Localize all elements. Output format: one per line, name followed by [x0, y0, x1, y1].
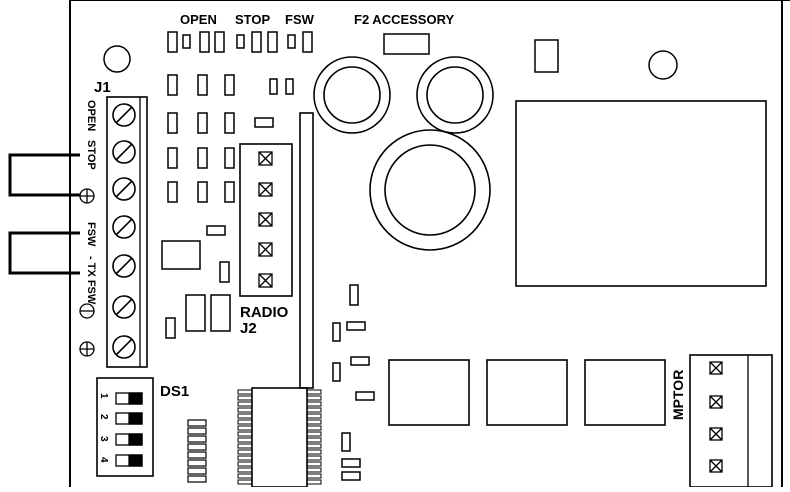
terminal-stop-label: STOP — [85, 140, 97, 170]
dip-position-4-label: 4 — [98, 457, 109, 463]
f2-accessory-label: F2 ACCESSORY — [354, 12, 454, 27]
heatsink-strip — [299, 112, 314, 389]
chip-pin — [237, 431, 253, 437]
chip-pin — [306, 419, 322, 425]
dip-switch-ds1 — [96, 377, 154, 477]
resistor-pad — [187, 475, 207, 483]
chip-pin — [306, 407, 322, 413]
mounting-hole — [103, 45, 131, 73]
chip-pin — [237, 473, 253, 479]
chip-pin — [306, 455, 322, 461]
dip-position-1-label: 1 — [98, 393, 109, 399]
j1-label: J1 — [94, 79, 111, 96]
chip-pin — [306, 413, 322, 419]
open-label: OPEN — [180, 12, 217, 27]
chip-pin — [237, 413, 253, 419]
j1-terminal-labels: OPEN STOP FSW - TX FSW — [85, 100, 97, 305]
chip-pins — [237, 389, 322, 485]
small-components — [161, 74, 375, 481]
chip-pin — [306, 461, 322, 467]
resistor-array — [187, 419, 207, 483]
chip-pin — [237, 449, 253, 455]
resistor-pad — [187, 443, 207, 451]
j1-terminal-block — [106, 96, 148, 368]
capacitors — [313, 56, 494, 251]
resistor-pad — [187, 467, 207, 475]
chip-pin — [306, 473, 322, 479]
chip-pin — [306, 389, 322, 395]
chip-pin — [306, 467, 322, 473]
radio-connector — [239, 143, 293, 297]
top-leds — [167, 31, 559, 73]
chip-pin — [306, 449, 322, 455]
chip-pin — [237, 443, 253, 449]
resistor-pad — [187, 451, 207, 459]
j2-label: J2 — [240, 320, 257, 337]
dip-position-2-label: 2 — [98, 414, 109, 420]
dip-position-3-label: 3 — [98, 436, 109, 442]
resistor-pad — [187, 427, 207, 435]
mounting-hole — [648, 50, 678, 80]
chip-pin — [237, 389, 253, 395]
stop-label: STOP — [235, 12, 270, 27]
j1-screws — [112, 103, 136, 359]
resistor-pad — [187, 435, 207, 443]
chip-pin — [237, 395, 253, 401]
chip-pin — [237, 479, 253, 485]
jumper-wires — [8, 153, 80, 275]
board-outline — [69, 0, 790, 487]
terminal-tx-fsw-label: - TX FSW — [85, 256, 97, 305]
chip-pin — [237, 419, 253, 425]
motor-connector — [689, 354, 773, 488]
chip-pin — [237, 467, 253, 473]
radio-pins — [258, 151, 273, 288]
chip-pin — [306, 479, 322, 485]
resistor-pad — [187, 419, 207, 427]
chip-pin — [237, 425, 253, 431]
chip-pin — [306, 443, 322, 449]
chip-pin — [237, 407, 253, 413]
chip-pin — [306, 437, 322, 443]
terminal-fsw-label: FSW — [85, 222, 97, 247]
resistor-pad — [187, 459, 207, 467]
chip-pin — [237, 437, 253, 443]
chip-pin — [306, 431, 322, 437]
chip-pin — [237, 455, 253, 461]
chip-pin — [306, 401, 322, 407]
chip-pin — [306, 395, 322, 401]
polarity-symbols — [79, 188, 95, 357]
chip-pin — [237, 401, 253, 407]
relays — [388, 359, 666, 426]
dip-switch-positions: 1 2 3 4 — [98, 392, 143, 467]
radio-label: RADIO — [240, 304, 289, 321]
motor-label: MPTOR — [670, 370, 686, 420]
chip-pin — [237, 461, 253, 467]
fsw-label: FSW — [285, 12, 315, 27]
transformer — [515, 100, 767, 287]
ds1-label: DS1 — [160, 383, 189, 400]
microcontroller-chip — [251, 387, 308, 488]
motor-pins — [709, 361, 723, 473]
chip-pin — [306, 425, 322, 431]
terminal-open-label: OPEN — [85, 100, 97, 131]
